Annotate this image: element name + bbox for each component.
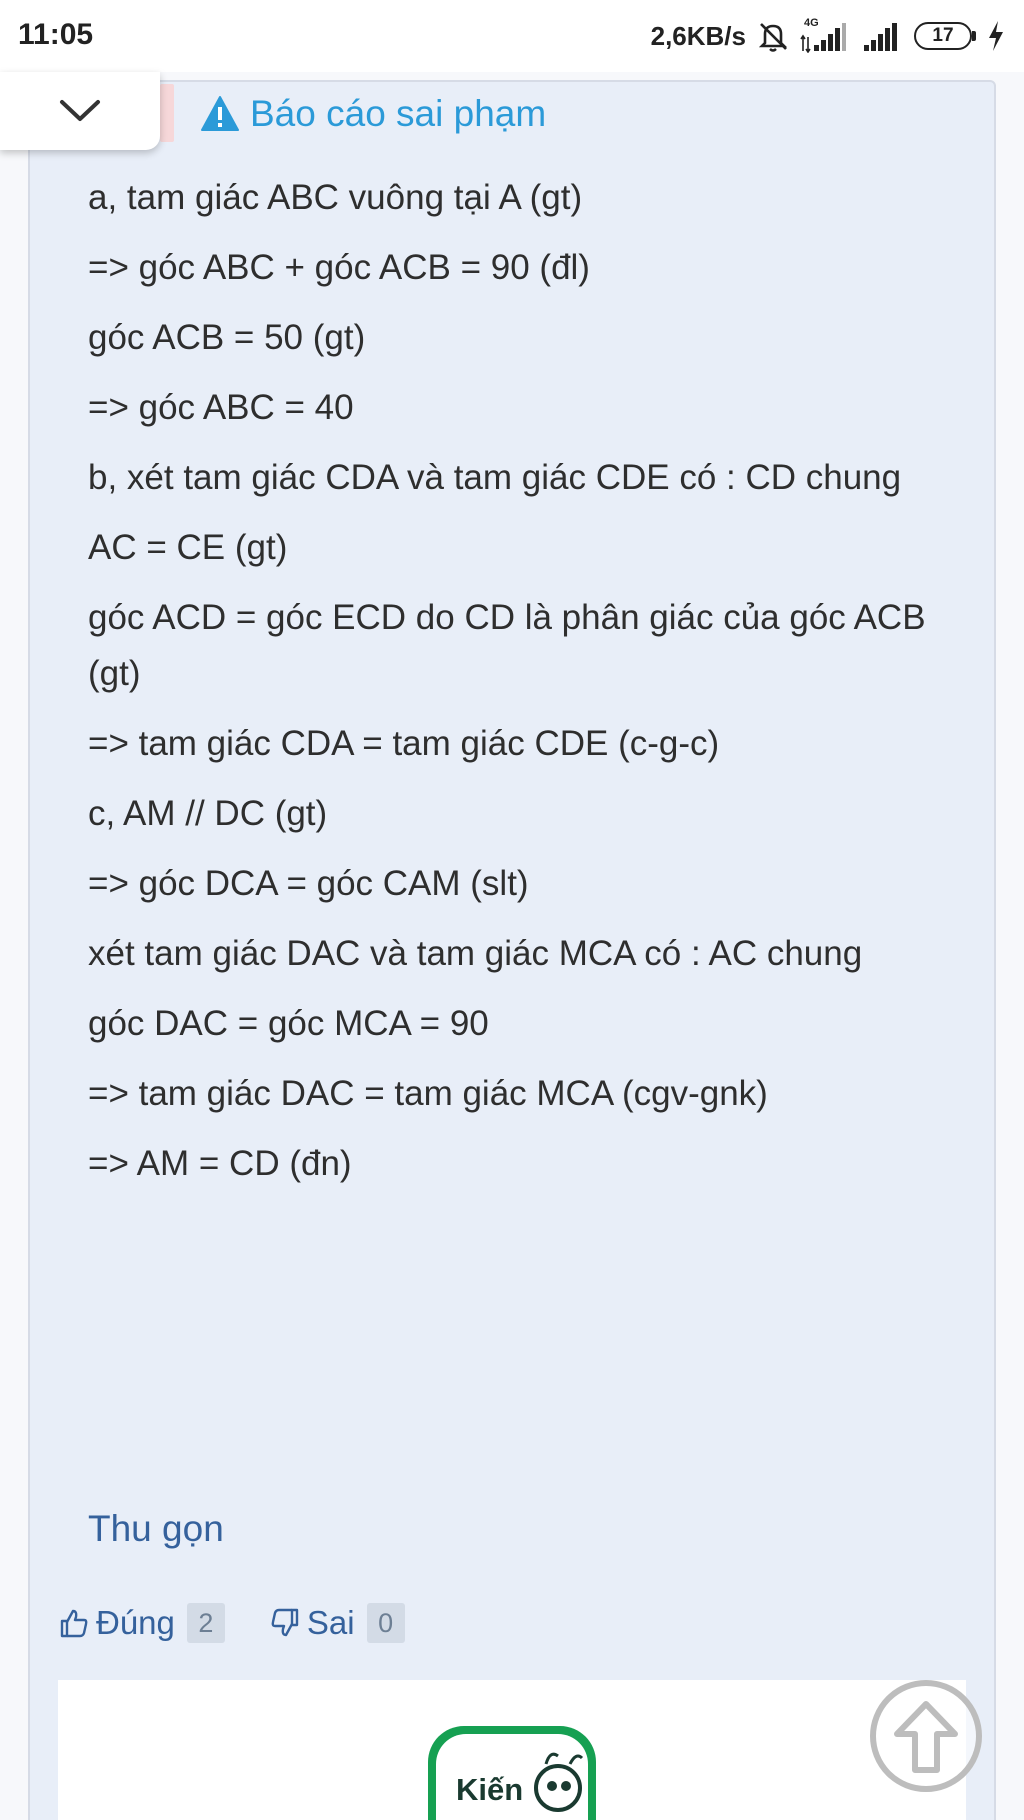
answer-line: => góc ABC + góc ACB = 90 (đl) [88,248,590,287]
answer-line: => tam giác DAC = tam giác MCA (cgv-gnk) [88,1074,768,1113]
arrow-up-icon [894,1701,958,1773]
thumbs-down-icon [271,1608,299,1637]
status-bar: 11:05 2,6KB/s 4G 17 [0,0,1024,72]
vote-correct-label: Đúng [96,1604,175,1641]
mascot-icon [534,1752,584,1812]
status-indicators: 2,6KB/s 4G 17 [650,17,1006,54]
vote-correct-button[interactable]: Đúng 2 [58,1603,225,1643]
signal-icon [864,23,897,51]
answer-line: góc ACB = 50 (gt) [88,318,366,357]
battery-level: 17 [914,22,972,50]
answer-line: a, tam giác ABC vuông tại A (gt) [88,178,583,217]
network-type-label: 4G [804,17,819,29]
chevron-down-icon [60,100,100,121]
answer-line: => góc DCA = góc CAM (slt) [88,864,529,903]
collapse-link[interactable]: Thu gọn [88,1508,224,1549]
report-highlight [160,84,174,142]
answer-content: a, tam giác ABC vuông tại A (gt) => góc … [88,170,948,1206]
scroll-to-top-button[interactable] [870,1680,982,1792]
battery-icon: 17 [914,22,976,50]
vote-wrong-button[interactable]: Sai 0 [269,1603,405,1643]
app-logo-text: Kiến [456,1772,524,1807]
charging-icon [989,21,1003,51]
answer-line: => tam giác CDA = tam giác CDE (c-g-c) [88,724,720,763]
vote-correct-count: 2 [186,1603,225,1643]
answer-line: => AM = CD (đn) [88,1144,352,1183]
app-logo[interactable]: Kiến [428,1726,596,1820]
thumbs-up-icon [60,1609,88,1638]
answer-line: => góc ABC = 40 [88,388,354,427]
report-violation-label: Báo cáo sai phạm [250,93,547,134]
answer-line: AC = CE (gt) [88,528,288,567]
answer-card [28,80,996,1820]
vote-bar: Đúng 2 Sai 0 [58,1598,449,1648]
promo-panel: Kiến [58,1680,966,1820]
answer-line: góc DAC = góc MCA = 90 [88,1004,489,1043]
status-time: 11:05 [18,18,94,51]
collapse-tab-button[interactable] [0,72,160,150]
warning-icon [201,96,239,131]
vote-wrong-count: 0 [366,1603,405,1643]
bell-muted-icon [758,23,788,52]
answer-line: b, xét tam giác CDA và tam giác CDE có :… [88,458,902,497]
vote-wrong-label: Sai [306,1604,355,1641]
network-speed: 2,6KB/s [650,20,746,51]
answer-line: xét tam giác DAC và tam giác MCA có : AC… [88,934,863,973]
answer-line: góc ACD = góc ECD do CD là phân giác của… [88,598,926,693]
signal-4g-icon: 4G [800,17,850,53]
answer-line: c, AM // DC (gt) [88,794,328,833]
report-violation-link[interactable]: Báo cáo sai phạm [200,88,546,140]
